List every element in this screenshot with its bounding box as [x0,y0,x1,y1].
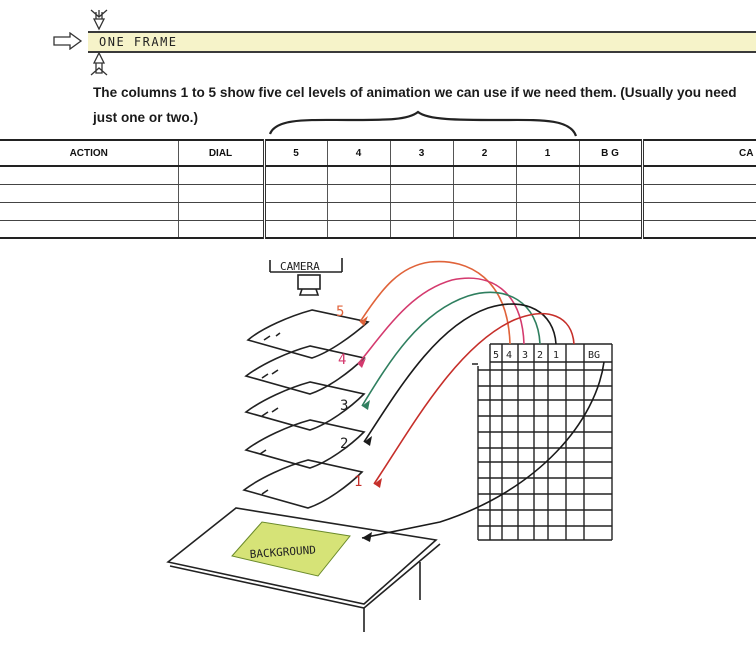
exposure-sheet-cell[interactable] [178,166,264,185]
exposure-sheet-cell[interactable] [327,185,390,203]
exposure-sheet-cell[interactable] [0,185,178,203]
exposure-sheet-cell[interactable] [642,203,756,221]
exposure-sheet-cell[interactable] [390,221,453,239]
exposure-sheet-cell[interactable] [178,185,264,203]
exposure-sheet-table: ACTION DIAL 5 4 3 2 1 B G CA [0,139,756,239]
cel-stack [244,310,368,508]
one-frame-label: ONE FRAME [99,35,178,49]
column-header-level-4: 4 [327,140,390,166]
column-header-level-1: 1 [516,140,579,166]
exposure-sheet-cell[interactable] [579,185,642,203]
column-header-action: ACTION [0,140,178,166]
connector-level-2 [364,304,556,442]
exposure-sheet-cell[interactable] [264,166,327,185]
connector-level-5 [360,262,510,344]
exposure-sheet-cell[interactable] [516,166,579,185]
exposure-sheet-cell[interactable] [642,221,756,239]
exposure-sheet-cell[interactable] [178,203,264,221]
exposure-sheet-cell[interactable] [642,166,756,185]
connector-level-1 [374,314,574,484]
mini-header-1: 1 [553,350,559,361]
mini-exposure-sheet [472,344,612,540]
camera-label: CAMERA [280,260,320,273]
exposure-sheet-cell[interactable] [579,203,642,221]
exposure-sheet-cell[interactable] [516,203,579,221]
exposure-sheet-row [0,166,756,185]
exposure-sheet-cell[interactable] [0,166,178,185]
column-header-background: B G [579,140,642,166]
exposure-sheet-cell[interactable] [264,185,327,203]
mini-header-2: 2 [537,350,543,361]
exposure-sheet-row [0,221,756,239]
exposure-sheet-cell[interactable] [327,221,390,239]
mini-header-bg: BG [588,350,600,361]
exposure-sheet-cell[interactable] [264,221,327,239]
exposure-sheet-cell[interactable] [264,203,327,221]
column-header-level-3: 3 [390,140,453,166]
exposure-sheet-cell[interactable] [390,166,453,185]
level-number-2: 2 [340,436,348,452]
level-number-labels: 5 4 3 2 1 [336,304,362,490]
column-header-camera: CA [642,140,756,166]
up-arrow-icon [88,51,110,77]
mini-header-5: 5 [493,350,499,361]
level-number-5: 5 [336,304,344,320]
exposure-sheet-cell[interactable] [327,166,390,185]
exposure-sheet-cell[interactable] [327,203,390,221]
exposure-sheet-header-row: ACTION DIAL 5 4 3 2 1 B G CA [0,140,756,166]
cel-level-1 [244,460,362,508]
exposure-sheet-cell[interactable] [453,166,516,185]
exposure-sheet-cell[interactable] [178,221,264,239]
exposure-sheet-cell[interactable] [516,185,579,203]
exposure-sheet-cell[interactable] [516,221,579,239]
exposure-sheet-cell[interactable] [642,185,756,203]
exposure-sheet-cell[interactable] [0,203,178,221]
exposure-sheet-cell[interactable] [453,185,516,203]
exposure-sheet-cell[interactable] [453,203,516,221]
level-number-3: 3 [340,398,348,414]
connector-level-3 [362,292,540,406]
exposure-sheet-cell[interactable] [390,203,453,221]
down-arrow-icon [88,8,110,32]
mini-header-3: 3 [522,350,528,361]
level-number-1: 1 [354,474,362,490]
levels-brace [268,108,580,138]
level-number-4: 4 [338,352,346,368]
one-frame-strip [88,31,756,53]
mini-header-4: 4 [506,350,512,361]
exposure-sheet-cell[interactable] [390,185,453,203]
exposure-sheet-row [0,185,756,203]
exposure-sheet-cell[interactable] [0,221,178,239]
column-header-dial: DIAL [178,140,264,166]
cel-levels-sketch: CAMERA BACKGROUND 5 4 3 2 1 5 4 3 2 1 BG [0,240,756,659]
exposure-sheet-cell[interactable] [579,221,642,239]
cel-level-5 [248,310,368,358]
exposure-sheet-cell[interactable] [453,221,516,239]
exposure-sheet-row [0,203,756,221]
connector-background [362,362,604,538]
exposure-sheet-cell[interactable] [579,166,642,185]
column-header-level-2: 2 [453,140,516,166]
right-arrow-icon [52,32,84,50]
column-header-level-5: 5 [264,140,327,166]
